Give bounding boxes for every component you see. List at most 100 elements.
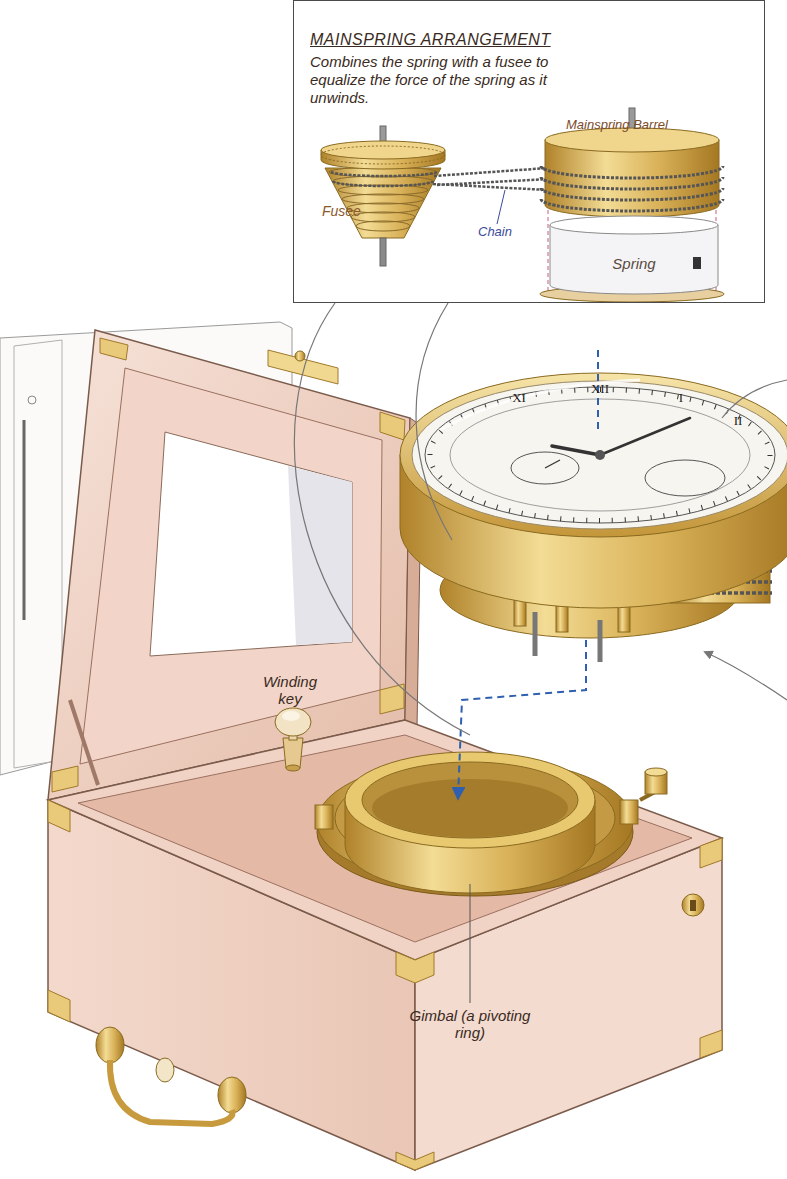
spring-cylinder: Spring — [549, 215, 719, 295]
chronometer-case-part — [595, 450, 605, 460]
callout-panel — [293, 0, 765, 303]
dial-numeral: XII — [591, 381, 609, 397]
fusee-drawing-part — [356, 221, 410, 231]
carrying-handle-part — [156, 1058, 174, 1082]
carrying-handle-part — [96, 1027, 124, 1063]
chronometer-movement-part — [514, 600, 526, 626]
leader-arcs-part — [416, 303, 452, 540]
axis-line-part — [458, 640, 586, 798]
callout-panel-part — [293, 0, 765, 303]
callout-title: MAINSPRING ARRANGEMENT — [310, 31, 764, 49]
leader-arcs-part — [722, 380, 787, 418]
box-base-part — [78, 735, 692, 942]
box-lid-part — [268, 350, 338, 384]
chronometer-case-part — [440, 380, 640, 430]
dial-numeral: XI — [512, 390, 526, 406]
gimbal-ring-part — [372, 779, 568, 837]
winding-key-part — [286, 765, 300, 771]
box-lid-part — [380, 684, 404, 714]
barrel-drawing-part — [541, 166, 723, 211]
winding-key — [275, 708, 311, 771]
box-lid-part — [150, 432, 352, 656]
gimbal-ring — [315, 752, 667, 896]
leader-arcs-part — [470, 884, 471, 1003]
carrying-handle-part — [218, 1077, 246, 1113]
chronometer-case-part — [645, 460, 725, 496]
chronometer-movement-part — [598, 620, 603, 662]
dial-numeral: I — [679, 390, 683, 406]
part-label: Gimbal (a pivoting ring) — [400, 1007, 540, 1041]
box-lid-part — [100, 338, 128, 360]
gimbal-ring-part — [315, 805, 333, 829]
winding-key-part — [275, 708, 311, 736]
fusee-drawing-part — [321, 146, 445, 164]
chain-drawing-part — [497, 190, 505, 224]
box-lid-part — [288, 466, 352, 645]
leader-arcs-part — [294, 303, 470, 735]
box-base-part — [396, 952, 434, 983]
winding-key-part — [283, 738, 303, 768]
box-lid-part — [80, 368, 382, 764]
callout-box: MAINSPRING ARRANGEMENT Combines the sprin… — [293, 0, 765, 303]
leader-arcs — [294, 303, 787, 1003]
barrel-drawing-part — [548, 210, 549, 294]
gimbal-ring-part — [645, 768, 667, 776]
chain-drawing — [433, 168, 548, 224]
chronometer-case — [400, 373, 787, 608]
box-base-part — [700, 838, 722, 868]
carrying-handle-part — [110, 1060, 233, 1124]
box-base — [48, 720, 722, 1170]
keyhole-knob-part — [682, 894, 704, 916]
part-label: Chain — [478, 224, 512, 239]
part-label: Fusee — [322, 203, 361, 219]
chronometer-case-part — [450, 399, 750, 511]
chronometer-case-part — [552, 446, 600, 455]
cylinder-top — [550, 216, 718, 234]
chronometer-movement-part — [533, 612, 538, 656]
chronometer-case-part — [400, 373, 787, 537]
gimbal-ring-part — [362, 762, 578, 838]
leader-arcs-part — [705, 652, 787, 700]
fusee-drawing-part — [321, 141, 445, 159]
cylinder-body — [550, 225, 718, 294]
part-label: Winding key — [255, 673, 325, 707]
keyhole-knob — [682, 894, 704, 916]
box-lid-part — [380, 412, 405, 440]
chronometer-case-part — [511, 452, 579, 484]
fusee-drawing — [321, 126, 445, 266]
fusee-drawing-part — [380, 238, 386, 266]
spring-hook — [693, 257, 701, 269]
axis-line — [458, 350, 598, 798]
part-label: Spring — [612, 255, 655, 272]
chronometer-movement-part — [556, 606, 568, 632]
box-base-part — [48, 990, 70, 1022]
gimbal-ring-part — [345, 752, 595, 848]
box-base-part — [48, 720, 722, 960]
chronometer-case-part — [600, 418, 690, 455]
gimbal-ring-part — [620, 800, 638, 824]
box-base-part — [48, 800, 70, 832]
carrying-handle — [96, 1027, 246, 1124]
fusee-drawing-part — [331, 172, 437, 186]
chain-drawing-part — [433, 168, 548, 190]
box-lid-part — [52, 766, 78, 792]
box-base-part — [396, 1152, 434, 1170]
barrel-drawing — [540, 108, 724, 302]
back-frame-part — [14, 340, 62, 768]
chronometer-case-part — [412, 381, 787, 529]
chronometer-case-part — [425, 387, 775, 523]
back-frame-part — [28, 396, 36, 404]
keyhole-knob-part — [690, 900, 696, 911]
back-frame-part — [23, 420, 26, 620]
box-lid-part — [48, 330, 410, 800]
chronometer-movement-part — [618, 606, 630, 632]
box-lid-part — [295, 351, 305, 361]
winding-key-part — [282, 711, 300, 721]
callout-text: Combines the spring with a fusee to equa… — [310, 53, 600, 107]
chronometer-case-part — [545, 460, 560, 468]
box-base-part — [700, 1030, 722, 1058]
